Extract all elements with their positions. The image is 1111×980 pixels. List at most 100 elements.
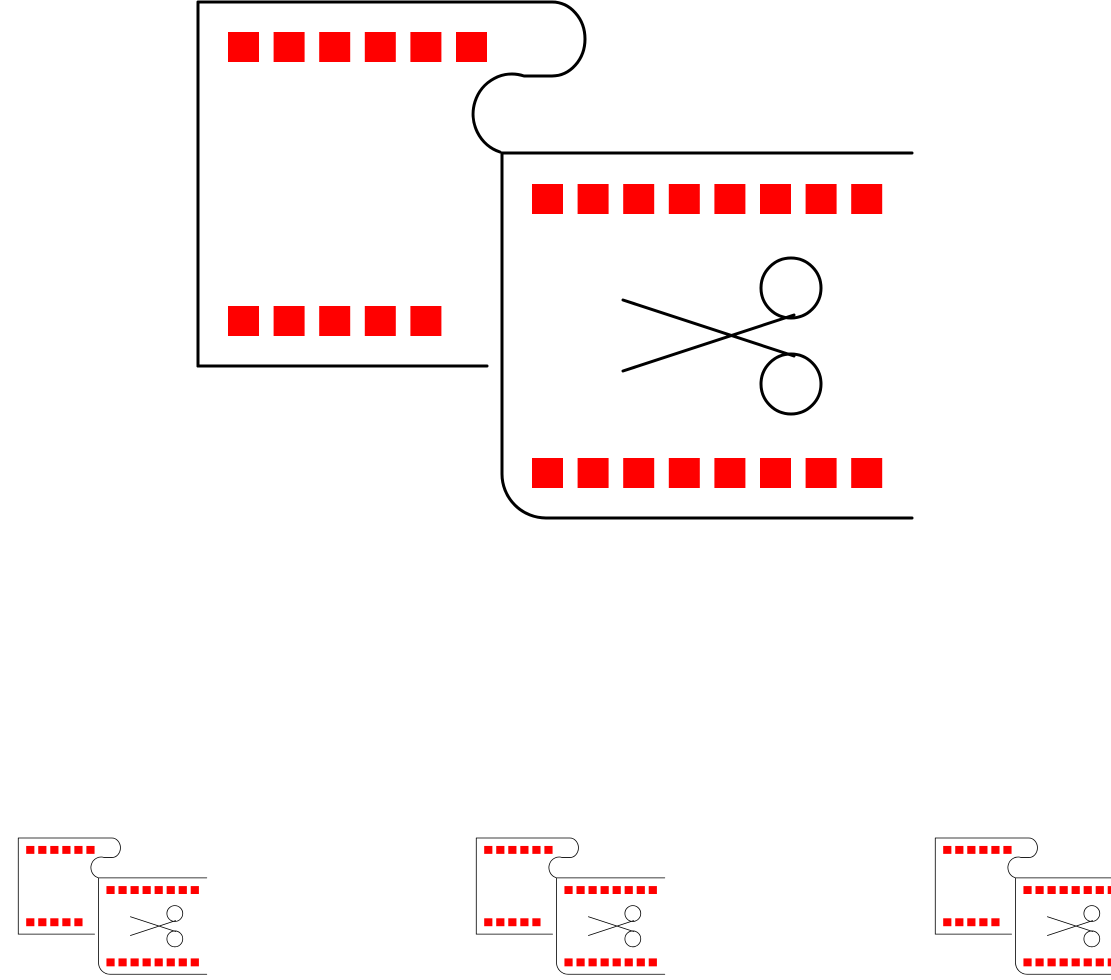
perforation — [273, 32, 305, 62]
perforation — [62, 845, 71, 854]
perforation — [364, 306, 396, 336]
perforation — [636, 958, 645, 967]
perforation — [714, 184, 746, 214]
perforation — [851, 458, 883, 488]
perforation — [532, 918, 541, 927]
perforation — [1047, 886, 1056, 894]
perforation — [1059, 958, 1068, 967]
perforation — [456, 32, 487, 62]
perforation — [1003, 845, 1012, 854]
film-cut-icon-small-1 — [0, 837, 208, 980]
perforation — [319, 306, 351, 336]
perforation — [714, 458, 746, 488]
film-strip-front-outline — [1015, 877, 1111, 975]
perforation — [577, 458, 609, 488]
film-cut-icon — [196, 0, 914, 520]
perforation — [623, 184, 655, 214]
scissors-handle-top — [759, 256, 823, 320]
film-cut-icon — [934, 837, 1111, 975]
perforation — [50, 845, 59, 854]
perforation — [74, 918, 83, 927]
perforation — [86, 845, 95, 854]
perforation — [1047, 958, 1056, 967]
perforation — [1107, 886, 1111, 894]
perforation — [668, 184, 700, 214]
scissors-icon — [130, 905, 184, 948]
perforation — [496, 845, 505, 854]
perforation — [668, 458, 700, 488]
perforation — [760, 458, 791, 488]
film-cut-icon — [475, 837, 666, 975]
perforation — [1059, 886, 1068, 894]
perforation — [508, 845, 517, 854]
scissors-blade-1 — [621, 298, 796, 358]
perforation — [228, 32, 259, 62]
perforation — [154, 958, 163, 967]
perforation — [410, 306, 442, 336]
perforation — [228, 306, 259, 336]
perforation — [564, 886, 573, 894]
scissors-icon — [621, 256, 823, 416]
scissors-blade-1 — [588, 916, 635, 932]
perforation — [154, 886, 163, 894]
scissors-handle-bottom — [624, 930, 642, 948]
perforation — [1095, 958, 1104, 967]
film-cut-icon-small-3 — [917, 837, 1111, 980]
perforation — [648, 958, 657, 967]
scissors-blade-2 — [588, 920, 635, 936]
perforation — [190, 886, 199, 894]
perforation — [106, 886, 115, 894]
perforation — [1071, 958, 1080, 967]
perforation — [142, 958, 151, 967]
perforation — [955, 918, 964, 927]
perforation — [190, 958, 199, 967]
perforation — [805, 184, 837, 214]
perforation — [1035, 886, 1044, 894]
perforation — [1107, 958, 1111, 967]
perforation — [364, 32, 396, 62]
perforation — [410, 32, 442, 62]
scissors-blade-2 — [621, 313, 796, 373]
perforation — [118, 886, 127, 894]
perforation — [62, 918, 71, 927]
scissors-blade-1 — [1047, 916, 1094, 932]
perforation — [955, 845, 964, 854]
scissors-icon — [588, 905, 642, 948]
perforation — [991, 845, 1000, 854]
perforation — [178, 958, 187, 967]
perforation — [106, 958, 115, 967]
film-strip-front-outline — [98, 877, 208, 975]
perforation — [484, 845, 493, 854]
perforation — [636, 886, 645, 894]
perforation — [544, 845, 553, 854]
perforation — [532, 845, 541, 854]
perforation — [130, 886, 139, 894]
perforation — [118, 958, 127, 967]
perforation — [967, 918, 976, 927]
film-strip-back-outline — [934, 837, 1038, 935]
film-icon-group — [475, 837, 666, 975]
scissors-handle-bottom — [759, 352, 823, 416]
perforation — [943, 918, 952, 927]
perforation — [576, 958, 585, 967]
perforation — [991, 918, 1000, 927]
perforation — [967, 845, 976, 854]
scissors-blade-2 — [1047, 920, 1094, 936]
perforation — [576, 886, 585, 894]
scissors-icon — [1047, 905, 1101, 948]
perforation — [74, 845, 83, 854]
perforation — [319, 32, 351, 62]
perforation — [520, 845, 529, 854]
perforation — [508, 918, 517, 927]
perforation — [623, 458, 655, 488]
perforation — [50, 918, 59, 927]
perforation — [979, 845, 988, 854]
perforation — [577, 184, 609, 214]
film-cut-icon-large — [196, 0, 914, 520]
perforation — [166, 886, 175, 894]
perforation — [532, 184, 563, 214]
perforation — [38, 918, 47, 927]
scissors-blade-2 — [130, 920, 177, 936]
film-cut-icon — [17, 837, 208, 975]
